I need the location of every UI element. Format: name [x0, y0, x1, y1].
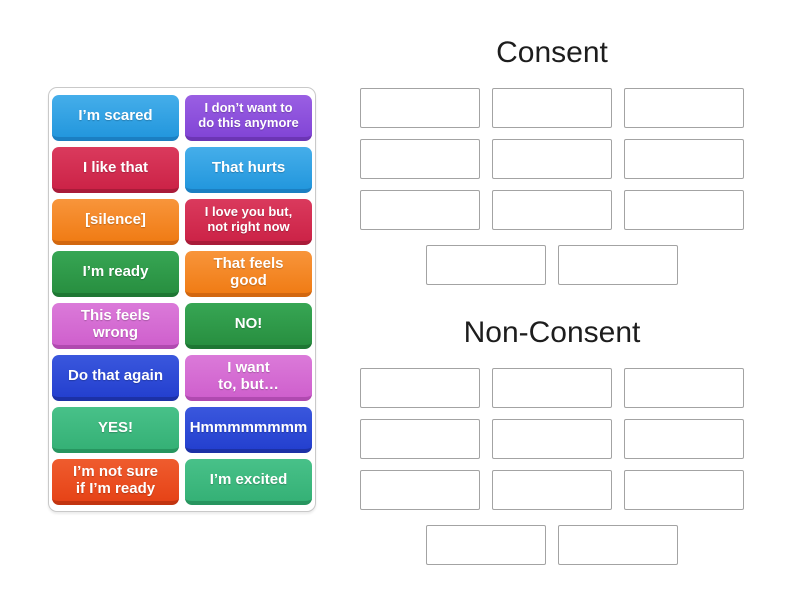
drop-slot[interactable] [360, 419, 480, 459]
tile-hmmmmmmmm[interactable]: Hmmmmmmmm [185, 407, 312, 453]
tile-that-hurts[interactable]: That hurts [185, 147, 312, 193]
group-nonconsent: Non-Consent [360, 315, 744, 565]
tile-that-feels-good[interactable]: That feels good [185, 251, 312, 297]
drop-slot[interactable] [624, 419, 744, 459]
drop-slot[interactable] [360, 190, 480, 230]
drop-slot[interactable] [492, 139, 612, 179]
tile-yes[interactable]: YES! [52, 407, 179, 453]
group-title-nonconsent: Non-Consent [463, 316, 641, 349]
drop-slot[interactable] [492, 368, 612, 408]
word-bank-panel: I’m scared I don’t want to do this anymo… [48, 87, 316, 512]
group-consent: Consent [360, 35, 744, 285]
drop-slot[interactable] [492, 88, 612, 128]
nonconsent-slot-grid [360, 368, 744, 510]
drop-slot[interactable] [624, 190, 744, 230]
drop-slot[interactable] [624, 139, 744, 179]
tile-do-that-again[interactable]: Do that again [52, 355, 179, 401]
drop-slot[interactable] [492, 470, 612, 510]
consent-slot-grid [360, 88, 744, 230]
nonconsent-slot-bottom-row [360, 525, 744, 565]
drop-slot[interactable] [624, 470, 744, 510]
tile-i-like-that[interactable]: I like that [52, 147, 179, 193]
tile-i-want-to-but[interactable]: I want to, but… [185, 355, 312, 401]
drop-slot[interactable] [360, 88, 480, 128]
drop-slot[interactable] [360, 139, 480, 179]
drop-slot[interactable] [360, 368, 480, 408]
consent-slot-bottom-row [360, 245, 744, 285]
drop-slot[interactable] [426, 525, 546, 565]
tile-this-feels-wrong[interactable]: This feels wrong [52, 303, 179, 349]
tile-silence[interactable]: [silence] [52, 199, 179, 245]
drop-slot[interactable] [426, 245, 546, 285]
tile-im-not-sure-if-im-ready[interactable]: I’m not sure if I’m ready [52, 459, 179, 505]
drop-slot[interactable] [558, 525, 678, 565]
drop-slot[interactable] [624, 88, 744, 128]
tile-no[interactable]: NO! [185, 303, 312, 349]
drop-slot[interactable] [624, 368, 744, 408]
tile-i-dont-want-to-do-this-anymore[interactable]: I don’t want to do this anymore [185, 95, 312, 141]
drop-slot[interactable] [492, 419, 612, 459]
tile-im-ready[interactable]: I’m ready [52, 251, 179, 297]
drop-slot[interactable] [558, 245, 678, 285]
group-title-consent: Consent [496, 36, 608, 69]
drop-slot[interactable] [492, 190, 612, 230]
tile-im-scared[interactable]: I’m scared [52, 95, 179, 141]
drop-slot[interactable] [360, 470, 480, 510]
tile-im-excited[interactable]: I’m excited [185, 459, 312, 505]
tile-i-love-you-but-not-right-now[interactable]: I love you but, not right now [185, 199, 312, 245]
